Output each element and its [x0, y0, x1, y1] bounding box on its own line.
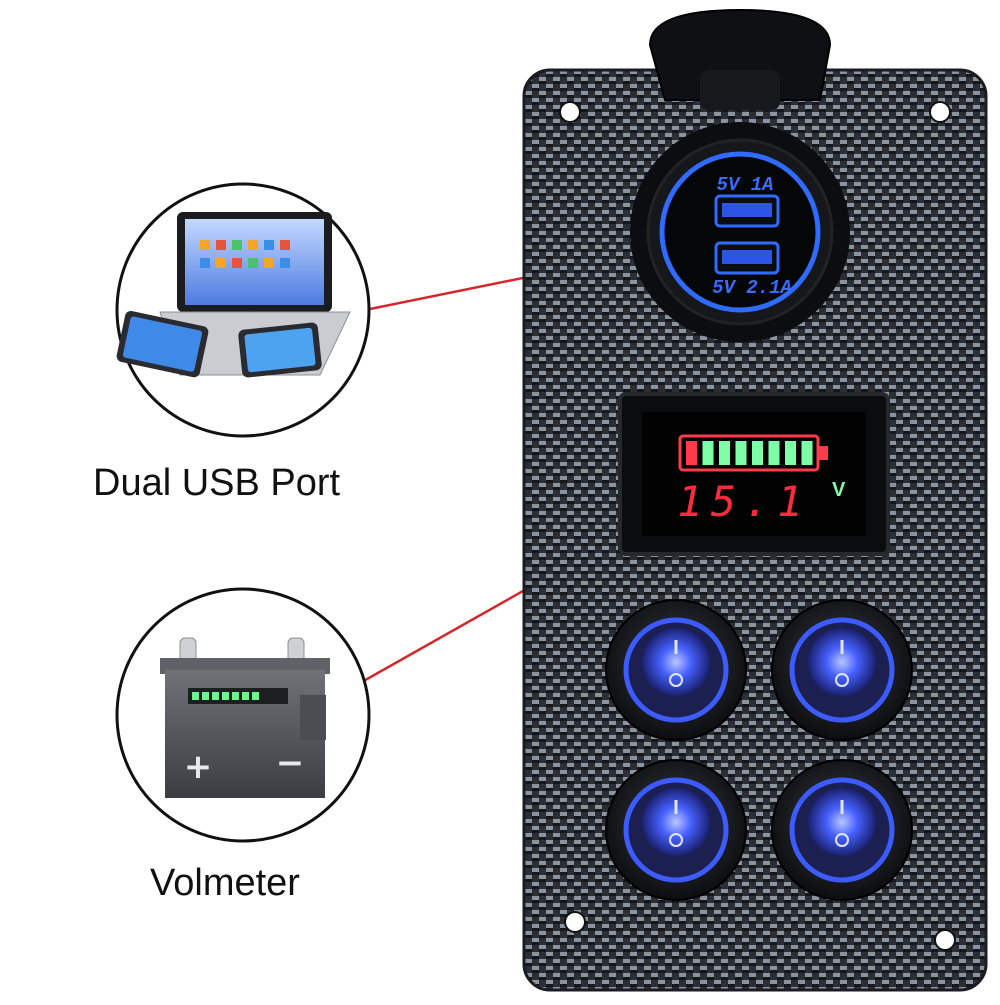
switch-led: [642, 628, 710, 696]
usb-socket: 5V 1A 5V 2.1A: [630, 8, 850, 342]
voltage-unit: V: [832, 479, 846, 501]
battery-icon-segment: [212, 692, 219, 700]
power-off-icon: [835, 833, 849, 847]
laptop-phones-icon: [116, 212, 351, 378]
switch-led: [808, 788, 876, 856]
power-off-icon: [669, 833, 683, 847]
battery-callout-circle: + −: [115, 587, 371, 843]
battery-bar: [719, 441, 730, 465]
rocker-switch[interactable]: [605, 599, 747, 741]
battery-icon-segment: [202, 692, 209, 700]
power-off-icon: [669, 673, 683, 687]
mounting-hole: [564, 911, 586, 933]
car-battery-icon: + −: [160, 637, 330, 798]
battery-icon-segment: [252, 692, 259, 700]
rocker-switch[interactable]: [771, 599, 913, 741]
battery-level-bars: [686, 441, 813, 465]
voltmeter-caption: Volmeter: [150, 862, 300, 904]
rocker-switch[interactable]: [605, 759, 747, 901]
mounting-hole: [934, 929, 956, 951]
mounting-hole: [559, 101, 581, 123]
switch-led: [808, 628, 876, 696]
battery-icon-segment: [242, 692, 249, 700]
battery-bar: [702, 441, 714, 465]
usb-label-top: 5V 1A: [716, 174, 773, 196]
battery-plus-sign: +: [184, 747, 213, 787]
voltmeter-display: 15.1 V: [618, 392, 890, 556]
battery-icon-segment: [232, 692, 239, 700]
rocker-switch[interactable]: [771, 759, 913, 901]
rocker-switches: [605, 599, 913, 901]
switch-led: [642, 788, 710, 856]
mounting-hole: [929, 101, 951, 123]
usb-caption: Dual USB Port: [93, 462, 341, 504]
battery-icon-segment: [222, 692, 229, 700]
battery-bar: [785, 441, 796, 465]
battery-bar: [801, 441, 813, 465]
battery-icon-segment: [192, 692, 199, 700]
voltage-reading: 15.1: [677, 477, 810, 526]
battery-icon-level: [192, 692, 259, 700]
usb-label-bottom: 5V 2.1A: [712, 277, 792, 299]
battery-bar: [768, 441, 780, 465]
devices-callout-circle: [115, 182, 371, 438]
battery-minus-sign: −: [276, 743, 305, 783]
power-off-icon: [835, 673, 849, 687]
battery-bar: [752, 441, 763, 465]
battery-bar: [686, 441, 697, 465]
battery-bar: [735, 441, 747, 465]
